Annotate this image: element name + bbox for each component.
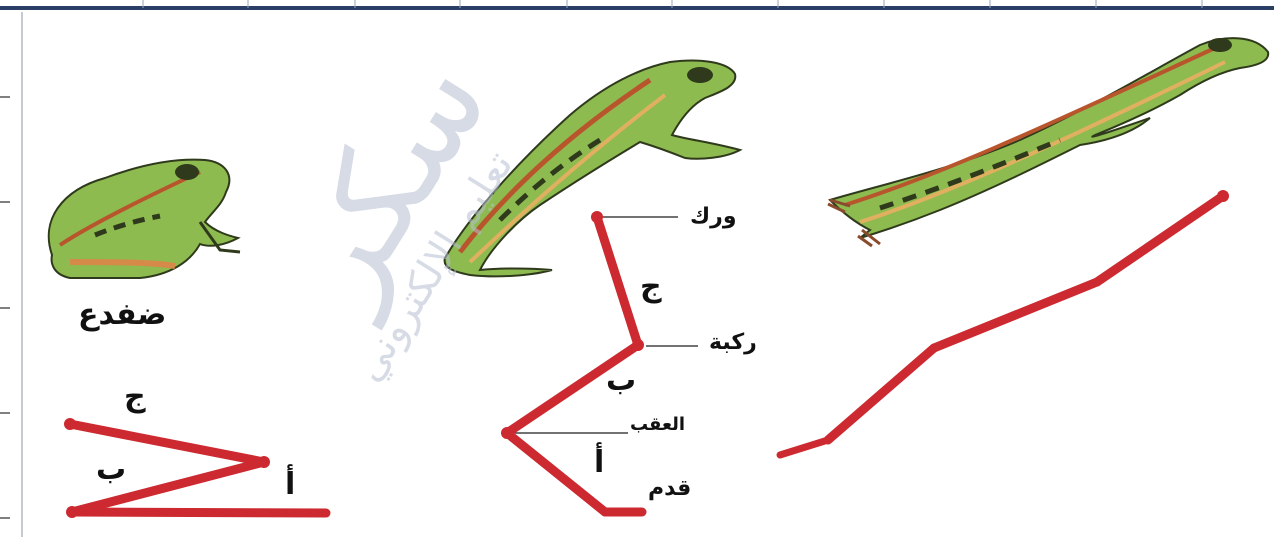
label-jim-folded: ج	[124, 382, 146, 412]
label-ba-folded: ب	[96, 455, 126, 485]
segment-foot-extended	[780, 440, 828, 455]
frog-sitting-illustration	[49, 160, 240, 278]
limb-extended	[780, 190, 1229, 455]
label-ba-partial: ب	[606, 366, 636, 396]
segment-ba-extended	[934, 282, 1097, 348]
segment-jim-partial	[597, 217, 638, 345]
label-heel: العقب	[630, 416, 685, 434]
label-foot: قدم	[648, 478, 691, 500]
label-alif-folded: أ	[285, 470, 295, 500]
segment-jim-extended	[1097, 196, 1223, 282]
segment-alif-extended	[828, 348, 934, 440]
label-jim-partial: ج	[640, 272, 662, 302]
segment-alif-partial	[507, 433, 605, 512]
label-hip: ورك	[690, 206, 737, 228]
ruler-ticks-left	[0, 97, 10, 518]
frog-name-label: ضفدع	[78, 300, 166, 330]
label-alif-partial: أ	[594, 448, 604, 478]
segment-alif-folded	[72, 512, 326, 513]
label-knee: ركبة	[709, 332, 757, 354]
